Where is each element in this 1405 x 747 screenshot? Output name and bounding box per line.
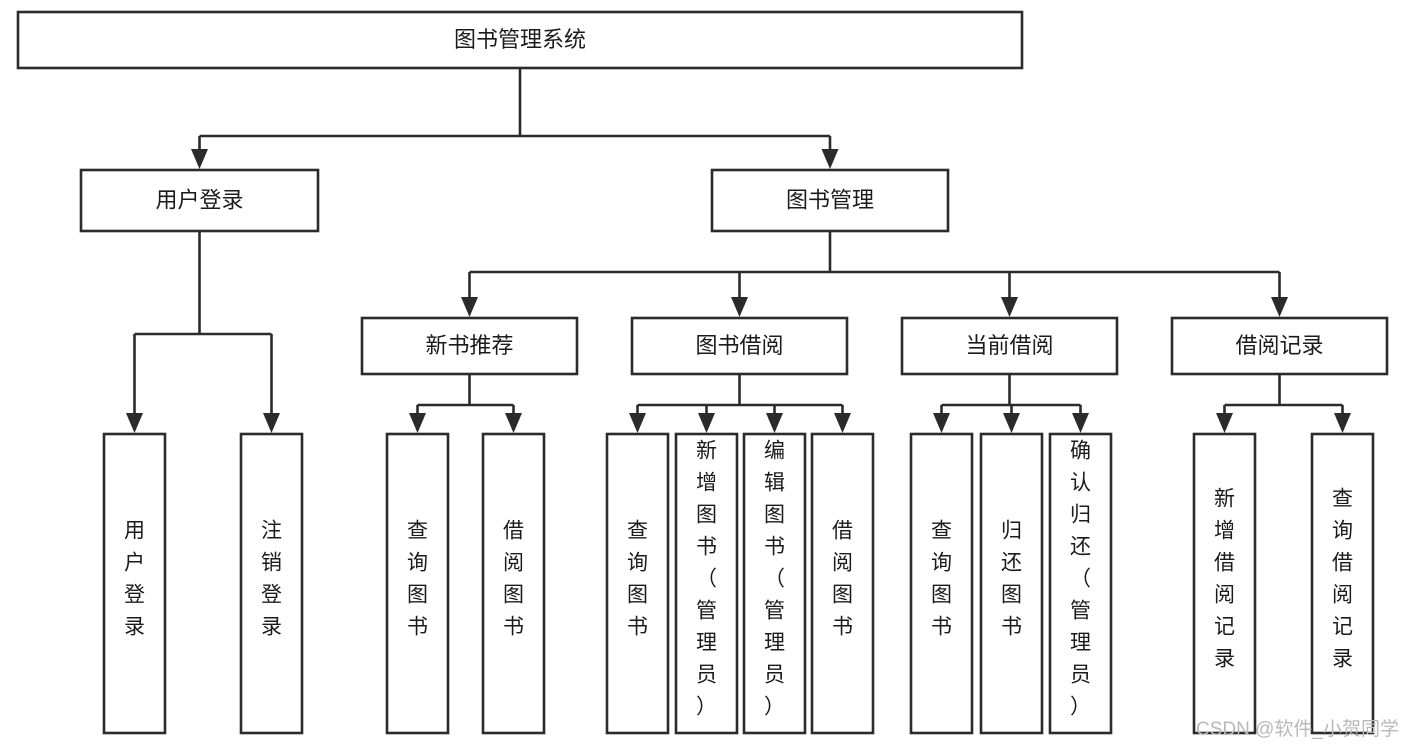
bm-to-l3-arrow-2 — [1001, 297, 1018, 317]
node-leaf-add-book-admin-box[interactable] — [674, 432, 739, 735]
node-leaf-add-borrow-record-label: 新增借阅记录 — [1214, 488, 1235, 671]
node-leaf-confirm-return-admin[interactable]: 确认归还（管理员） — [1048, 432, 1113, 735]
book-borrow-to-leaves-arrow-0 — [629, 413, 646, 433]
node-leaf-add-book-admin-label: 新增图书（管理员） — [696, 440, 717, 719]
node-book-borrow-box[interactable] — [630, 316, 849, 376]
node-leaf-query-book-recommend-label: 查询图书 — [407, 520, 428, 639]
node-leaf-add-borrow-record[interactable]: 新增借阅记录 — [1192, 432, 1257, 735]
book-borrow-to-leaves-arrow-1 — [698, 413, 715, 433]
node-leaf-user-login-label: 用户登录 — [124, 520, 145, 639]
node-book-borrow[interactable]: 图书借阅 — [630, 316, 849, 376]
node-current-borrow[interactable]: 当前借阅 — [900, 316, 1119, 376]
root-to-l2-arrow-0 — [191, 149, 208, 169]
root-to-l2-arrow-1 — [821, 149, 839, 169]
node-leaf-edit-book-admin-label: 编辑图书（管理员） — [764, 440, 785, 719]
node-borrow-records[interactable]: 借阅记录 — [1170, 316, 1389, 376]
node-leaf-return-book-label: 归还图书 — [1001, 520, 1022, 639]
node-leaf-query-borrow-record[interactable]: 查询借阅记录 — [1310, 432, 1375, 735]
current-borrow-to-leaves-arrow-1 — [1003, 413, 1020, 433]
node-root-label: 图书管理系统 — [454, 27, 586, 52]
node-leaf-confirm-return-admin-box[interactable] — [1048, 432, 1113, 735]
node-leaf-borrow-book-recommend-label: 借阅图书 — [503, 520, 524, 639]
node-leaf-query-book-current-box[interactable] — [909, 432, 974, 735]
node-leaf-logout-label: 注销登录 — [261, 520, 282, 639]
node-leaf-user-login[interactable]: 用户登录 — [102, 432, 167, 735]
node-user-login-box[interactable] — [79, 168, 320, 233]
node-borrow-records-label: 借阅记录 — [1235, 333, 1323, 358]
borrow-records-to-leaves-arrow-0 — [1216, 413, 1233, 433]
node-leaf-confirm-return-admin-label: 确认归还（管理员） — [1070, 440, 1091, 719]
node-leaf-borrow-book-label: 借阅图书 — [832, 520, 853, 639]
book-borrow-to-leaves-arrow-2 — [766, 413, 783, 433]
bm-to-l3-arrow-0 — [461, 297, 478, 317]
connectors-layer — [126, 68, 1351, 433]
node-leaf-query-book-recommend[interactable]: 查询图书 — [385, 432, 450, 735]
node-leaf-query-borrow-record-box[interactable] — [1310, 432, 1375, 735]
node-current-borrow-box[interactable] — [900, 316, 1119, 376]
node-leaf-add-book-admin[interactable]: 新增图书（管理员） — [674, 432, 739, 735]
node-book-borrow-label: 图书借阅 — [695, 333, 783, 358]
current-borrow-to-leaves-arrow-0 — [933, 413, 950, 433]
node-book-management[interactable]: 图书管理 — [710, 168, 950, 233]
node-current-borrow-label: 当前借阅 — [965, 333, 1053, 358]
node-leaf-logout-box[interactable] — [239, 432, 304, 735]
node-leaf-borrow-book-recommend-box[interactable] — [481, 432, 546, 735]
node-leaf-edit-book-admin-box[interactable] — [742, 432, 807, 735]
bm-to-l3-arrow-3 — [1271, 297, 1288, 317]
node-leaf-query-book-current-label: 查询图书 — [931, 520, 952, 639]
node-root-box[interactable] — [16, 10, 1024, 70]
node-leaf-add-borrow-record-box[interactable] — [1192, 432, 1257, 735]
node-leaf-borrow-book-box[interactable] — [810, 432, 875, 735]
node-new-book-recommend[interactable]: 新书推荐 — [360, 316, 579, 376]
node-leaf-return-book[interactable]: 归还图书 — [979, 432, 1044, 735]
node-new-book-recommend-box[interactable] — [360, 316, 579, 376]
node-user-login-label: 用户登录 — [155, 187, 243, 212]
node-leaf-query-book-current[interactable]: 查询图书 — [909, 432, 974, 735]
bm-to-l3-arrow-1 — [731, 297, 748, 317]
node-user-login[interactable]: 用户登录 — [79, 168, 320, 233]
node-leaf-query-borrow-record-label: 查询借阅记录 — [1332, 488, 1353, 671]
current-borrow-to-leaves-arrow-2 — [1072, 413, 1089, 433]
node-leaf-edit-book-admin[interactable]: 编辑图书（管理员） — [742, 432, 807, 735]
node-leaf-query-book-borrow-box[interactable] — [605, 432, 670, 735]
node-leaf-query-book-borrow[interactable]: 查询图书 — [605, 432, 670, 735]
node-leaf-logout[interactable]: 注销登录 — [239, 432, 304, 735]
node-book-management-label: 图书管理 — [786, 187, 874, 212]
ul-to-leaves-arrow-1 — [263, 413, 280, 433]
ul-to-leaves-arrow-0 — [126, 413, 143, 433]
node-new-book-recommend-label: 新书推荐 — [425, 333, 513, 358]
node-root[interactable]: 图书管理系统 — [16, 10, 1024, 70]
new-book-recommend-to-leaves-arrow-0 — [409, 413, 426, 433]
node-leaf-borrow-book-recommend[interactable]: 借阅图书 — [481, 432, 546, 735]
node-leaf-return-book-box[interactable] — [979, 432, 1044, 735]
node-leaf-borrow-book[interactable]: 借阅图书 — [810, 432, 875, 735]
node-borrow-records-box[interactable] — [1170, 316, 1389, 376]
new-book-recommend-to-leaves-arrow-1 — [505, 413, 522, 433]
csdn-watermark: CSDN @软件_小贺同学 — [1196, 718, 1399, 740]
node-leaf-query-book-borrow-label: 查询图书 — [627, 520, 648, 639]
book-borrow-to-leaves-arrow-3 — [834, 413, 851, 433]
node-book-management-box[interactable] — [710, 168, 950, 233]
node-leaf-user-login-box[interactable] — [102, 432, 167, 735]
node-leaf-query-book-recommend-box[interactable] — [385, 432, 450, 735]
nodes-layer: 图书管理系统用户登录图书管理新书推荐图书借阅当前借阅借阅记录用户登录注销登录查询… — [16, 10, 1389, 735]
borrow-records-to-leaves-arrow-1 — [1334, 413, 1351, 433]
